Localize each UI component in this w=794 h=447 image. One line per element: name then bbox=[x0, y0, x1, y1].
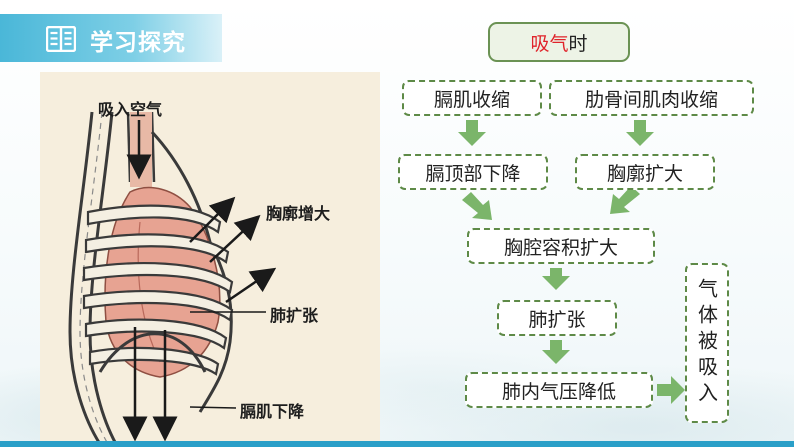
arrow-down-icon bbox=[626, 120, 654, 146]
node-diaphragm-top-down: 膈顶部下降 bbox=[398, 154, 548, 190]
book-icon bbox=[46, 26, 76, 52]
arrow-diagonal-icon bbox=[462, 192, 492, 220]
node-lung-expand: 肺扩张 bbox=[497, 300, 617, 336]
flow-title: 吸气时 bbox=[488, 22, 630, 62]
node-thorax-expand: 胸廓扩大 bbox=[575, 154, 715, 190]
arrow-diagonal-icon bbox=[610, 186, 640, 214]
node-diaphragm-contract: 膈肌收缩 bbox=[402, 80, 542, 116]
thorax-drawing bbox=[68, 111, 277, 444]
bottom-accent-bar bbox=[0, 441, 794, 447]
node-cavity-volume-expand: 胸腔容积扩大 bbox=[467, 228, 655, 264]
thorax-illustration: 吸入空气 胸廓增大 肺扩张 膈肌下降 bbox=[40, 72, 380, 444]
flow-title-suffix: 时 bbox=[568, 32, 588, 55]
arrow-down-icon bbox=[542, 268, 570, 290]
label-lung-expand: 肺扩张 bbox=[270, 306, 319, 325]
arrow-down-icon bbox=[542, 340, 570, 364]
section-banner: 学习探究 bbox=[0, 14, 222, 62]
arrow-down-icon bbox=[458, 120, 486, 146]
node-lung-pressure-down: 肺内气压降低 bbox=[465, 372, 653, 408]
node-gas-inhaled: 气体被吸入 bbox=[685, 263, 729, 423]
label-chest-expand: 胸廓增大 bbox=[266, 204, 331, 223]
node-intercostal-contract: 肋骨间肌肉收缩 bbox=[549, 80, 754, 116]
flow-title-highlight: 吸气 bbox=[530, 32, 569, 55]
arrow-right-icon bbox=[657, 376, 685, 404]
label-diaphragm-down: 膈肌下降 bbox=[240, 402, 305, 421]
label-inhale-air: 吸入空气 bbox=[98, 100, 163, 119]
page-title: 学习探究 bbox=[90, 30, 186, 56]
